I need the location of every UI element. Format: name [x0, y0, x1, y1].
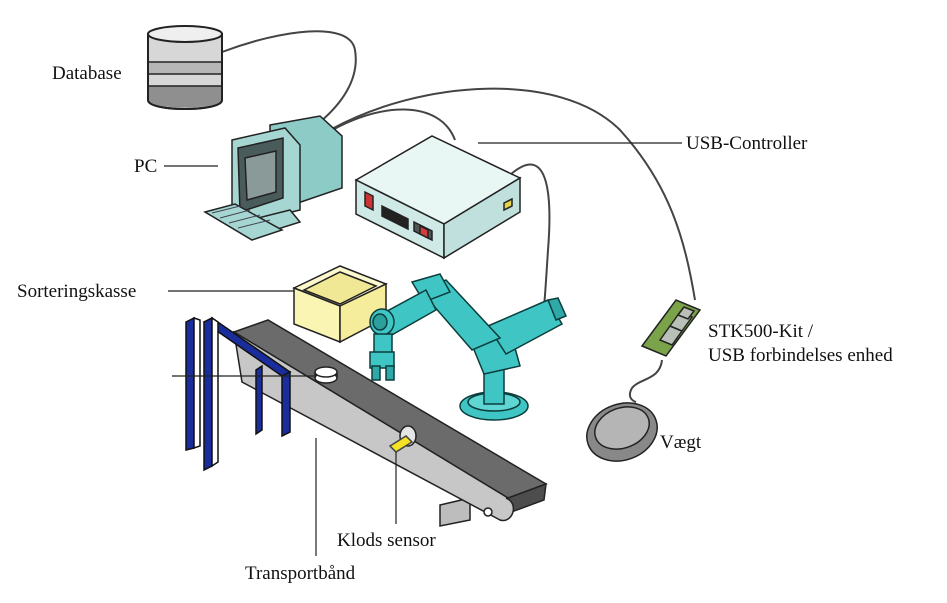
scale-icon [586, 402, 658, 462]
cable-controller-robot [509, 163, 551, 319]
gate-icon [185, 316, 292, 472]
cable-pc-controller [321, 108, 456, 141]
leader-lines [164, 142, 682, 556]
label-usb-controller: USB-Controller [686, 133, 808, 154]
block-sensor-icon [388, 425, 417, 453]
label-scale: Vægt [660, 432, 702, 453]
cable-database-pc [221, 30, 357, 123]
label-pc: PC [134, 156, 157, 177]
stk500-icon [640, 299, 702, 357]
usb-controller-icon [354, 135, 522, 260]
cable-pc-stk500 [329, 87, 696, 301]
conveyor-icon [232, 319, 548, 527]
pc-icon [203, 115, 343, 241]
label-sorting-box: Sorteringskasse [17, 281, 136, 302]
label-database: Database [52, 63, 122, 84]
cable-stk500-scale [628, 359, 663, 403]
block-item-icon [314, 366, 338, 384]
sorting-box-icon [292, 265, 388, 344]
label-block-sensor: Klods sensor [337, 530, 436, 551]
label-conveyor: Transportbånd [245, 563, 356, 584]
database-icon [147, 25, 223, 110]
robot-arm-icon [369, 273, 568, 421]
label-stk500-line1: STK500-Kit / [708, 321, 814, 342]
label-stk500-line2: USB forbindelses enhed [708, 345, 893, 366]
cables [221, 30, 696, 403]
